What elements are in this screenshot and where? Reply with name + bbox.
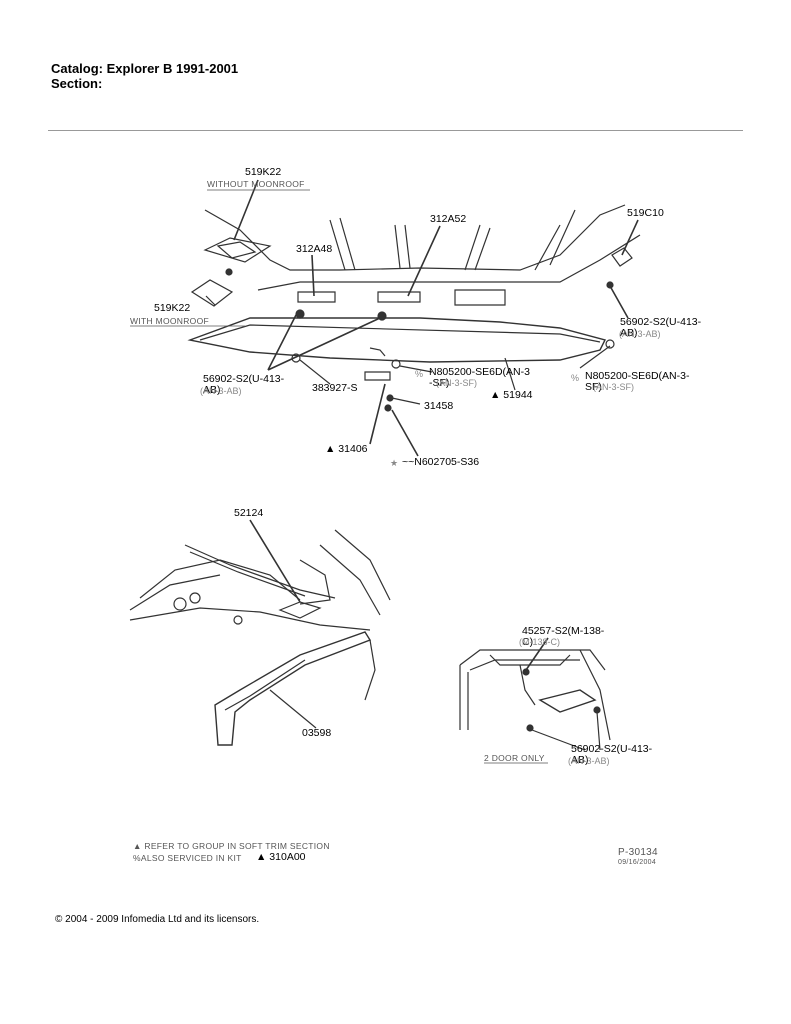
bracket-drawing: [459, 637, 611, 751]
note-serviced-in-kit: %ALSO SERVICED IN KIT: [133, 853, 242, 863]
plate-date: 09/16/2004: [618, 859, 657, 866]
callout-45257: 45257-S2(M-138-C): [522, 625, 605, 648]
callout-31406: ▲ 31406: [325, 443, 368, 455]
headliner-assembly-drawing: [187, 179, 641, 457]
callout-52124: 52124: [234, 507, 264, 519]
callout-n805200-mid: N805200-SE6D(AN-3-SF): [429, 366, 530, 389]
callout-56902-bottom: 56902-S2(U-413-AB): [571, 743, 653, 766]
callout-n805200-mid-alt: (AN-3-SF): [436, 378, 477, 388]
callout-31458: 31458: [424, 400, 454, 412]
callout-n805200-right-alt: (AN-3-SF): [593, 382, 634, 392]
callout-56902-left: 56902-S2(U-413-AB): [203, 373, 285, 396]
catalog-title: Catalog: Explorer B 1991-2001: [51, 61, 239, 76]
callout-519k22-mid: 519K22: [154, 302, 191, 314]
callout-519c10: 519C10: [627, 207, 664, 219]
section-title: Section:: [51, 76, 103, 91]
caption-without-moonroof: WITHOUT MOONROOF: [207, 179, 305, 189]
note-soft-trim: ▲ REFER TO GROUP IN SOFT TRIM SECTION: [133, 841, 330, 851]
star-icon: ★: [390, 458, 399, 468]
note-kit-number: ▲ 310A00: [256, 851, 306, 863]
callout-percent-right: %: [571, 373, 580, 383]
callout-56902-right: 56902-S2(U-413-AB): [620, 316, 702, 339]
callout-n602705: ~~N602705-S36: [402, 456, 480, 468]
callout-percent-mid: %: [415, 369, 424, 379]
caption-two-door-only: 2 DOOR ONLY: [484, 753, 545, 763]
callout-n805200-right: N805200-SE6D(AN-3-SF): [585, 370, 690, 393]
plate-number: P-30134: [618, 847, 658, 858]
callout-03598: 03598: [302, 727, 332, 739]
callout-45257-alt: (M-138-C): [519, 637, 561, 647]
pillar-trim-drawing: [129, 519, 391, 746]
callout-56902-left-alt: (AN-3-AB): [200, 386, 242, 396]
header-divider: [48, 130, 743, 131]
callout-519k22-top: 519K22: [245, 166, 282, 178]
callout-312a52: 312A52: [430, 213, 467, 225]
copyright-footer: © 2004 - 2009 Infomedia Ltd and its lice…: [55, 914, 260, 925]
callout-383927: 383927-S: [312, 382, 358, 394]
callout-312a48: 312A48: [296, 243, 333, 255]
callout-56902-right-alt: (AN-3-AB): [619, 329, 661, 339]
callout-56902-bottom-alt: (AN-3-AB): [568, 756, 610, 766]
callout-51944: ▲ 51944: [490, 389, 533, 401]
caption-with-moonroof: WITH MOONROOF: [130, 316, 209, 326]
